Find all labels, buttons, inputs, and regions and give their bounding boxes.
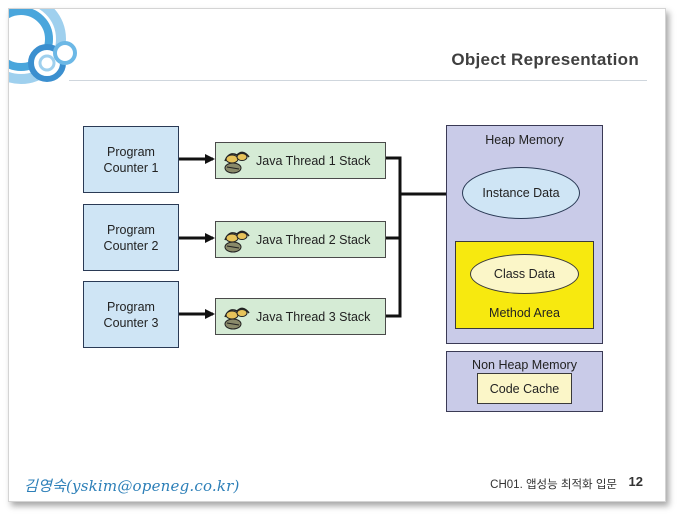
java-thread-3-stack: Java Thread 3 Stack [215,298,386,335]
title-divider [69,80,647,81]
thread-icon [224,230,250,252]
footer-author: 김영숙(yskim@openeg.co.kr) [24,477,240,495]
heap-memory-label: Heap Memory [485,133,564,147]
footer-chapter: CH01. 앱성능 최적화 입문 [490,479,617,491]
diagram-connectors [179,154,458,319]
program-counter-2-line2: Counter 2 [103,238,159,253]
program-counter-3-line1: Program [107,299,155,314]
instance-data: Instance Data [462,167,580,219]
decorative-circles-icon [9,9,77,84]
non-heap-memory-label: Non Heap Memory [472,358,577,372]
slide: Object Representation Program Counter 1 … [8,8,666,502]
program-counter-3-line2: Counter 3 [103,315,159,330]
program-counter-2: Program Counter 2 [83,204,179,271]
program-counter-1-line1: Program [107,144,155,159]
java-thread-1-stack: Java Thread 1 Stack [215,142,386,179]
class-data-label: Class Data [493,267,556,281]
program-counter-1: Program Counter 1 [83,126,179,193]
instance-data-label: Instance Data [482,186,560,200]
program-counter-1-line2: Counter 1 [103,160,159,175]
thread-icon [224,307,250,329]
page-number: 12 [628,474,643,489]
page-title: Object Representation [451,50,639,69]
method-area-label: Method Area [489,306,560,320]
thread-icon [224,151,250,173]
code-cache-label: Code Cache [489,381,560,396]
java-thread-2-stack: Java Thread 2 Stack [215,221,386,258]
class-data: Class Data [470,254,579,294]
java-thread-1-label: Java Thread 1 Stack [256,153,371,168]
java-thread-2-label: Java Thread 2 Stack [256,232,371,247]
code-cache: Code Cache [477,373,572,404]
program-counter-2-line1: Program [107,222,155,237]
java-thread-3-label: Java Thread 3 Stack [256,309,371,324]
program-counter-3: Program Counter 3 [83,281,179,348]
